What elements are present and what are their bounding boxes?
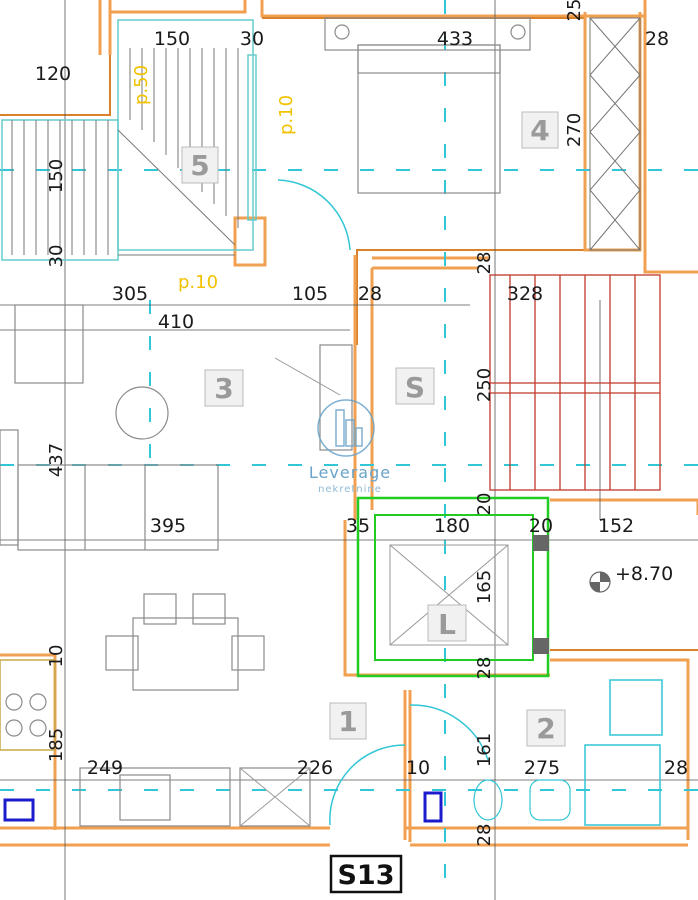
elevation-marker-icon — [589, 571, 611, 593]
room-label-5: 5 — [190, 149, 209, 182]
dim-label: 120 — [35, 63, 71, 85]
dim-label: 28 — [474, 824, 495, 847]
note-p10-vertical: p.10 — [276, 95, 297, 135]
note-p10: p.10 — [178, 272, 218, 293]
dim-label: 20 — [529, 515, 553, 537]
dim-label: 28 — [474, 252, 495, 275]
dim-label: 30 — [240, 28, 264, 50]
dim-label: 410 — [158, 311, 194, 333]
dim-label: 28 — [645, 28, 669, 50]
dim-label: 328 — [507, 283, 543, 305]
room-labels: 5 4 3 S L 1 2 — [181, 111, 566, 747]
dim-label: 28 — [664, 757, 688, 779]
level-notes: p.50 p.10 p.10 — [131, 65, 297, 293]
dim-label: 180 — [434, 515, 470, 537]
room-label-3: 3 — [214, 372, 233, 405]
dim-label: 165 — [474, 570, 495, 604]
dim-label: 25 — [564, 0, 585, 21]
dim-label: 152 — [598, 515, 634, 537]
dim-label: 10 — [406, 757, 430, 779]
dim-label: 10 — [46, 645, 67, 668]
note-p50: p.50 — [131, 65, 152, 105]
leverage-logo — [317, 399, 375, 457]
dim-label: 249 — [87, 757, 123, 779]
watermark-name: Leverage — [309, 463, 391, 482]
dim-label: 226 — [297, 757, 333, 779]
bed — [324, 17, 531, 194]
dim-label: 150 — [154, 28, 190, 50]
door-swings — [277, 179, 489, 826]
room-label-2: 2 — [536, 712, 555, 745]
dim-label: 433 — [437, 28, 473, 50]
elevation-label: +8.70 — [615, 563, 673, 585]
dim-label: 30 — [46, 245, 67, 268]
watermark-sub: nekretnine — [318, 484, 382, 495]
dim-label: 105 — [292, 283, 328, 305]
wardrobe — [589, 17, 641, 251]
room-label-s: S — [405, 371, 425, 404]
dim-label: 275 — [524, 757, 560, 779]
stair-main — [489, 274, 661, 491]
dim-label: 28 — [474, 657, 495, 680]
elevator — [356, 496, 550, 678]
dim-label: 185 — [46, 728, 67, 762]
dim-label: 437 — [46, 443, 67, 477]
dim-label: 20 — [474, 493, 495, 516]
kitchen — [0, 659, 311, 827]
dim-label: 150 — [46, 159, 67, 193]
dim-label: 305 — [112, 283, 148, 305]
room-label-4: 4 — [530, 114, 549, 147]
living-furniture — [0, 304, 353, 551]
dim-label: 395 — [150, 515, 186, 537]
apartment-tag: S13 — [329, 854, 403, 894]
dim-label: 250 — [474, 368, 495, 402]
stair-5 — [1, 19, 257, 261]
dim-label: 28 — [358, 283, 382, 305]
dim-label: 35 — [346, 515, 370, 537]
apartment-tag-label: S13 — [337, 860, 394, 891]
dining-table — [105, 593, 265, 691]
dim-label: 161 — [474, 733, 495, 767]
room-label-1: 1 — [338, 705, 357, 738]
dimension-labels: 150 30 433 28 25 120 270 150 30 305 105 … — [35, 0, 688, 846]
bathroom — [423, 679, 663, 826]
dim-label: 270 — [564, 113, 585, 147]
room-label-l: L — [438, 608, 456, 641]
